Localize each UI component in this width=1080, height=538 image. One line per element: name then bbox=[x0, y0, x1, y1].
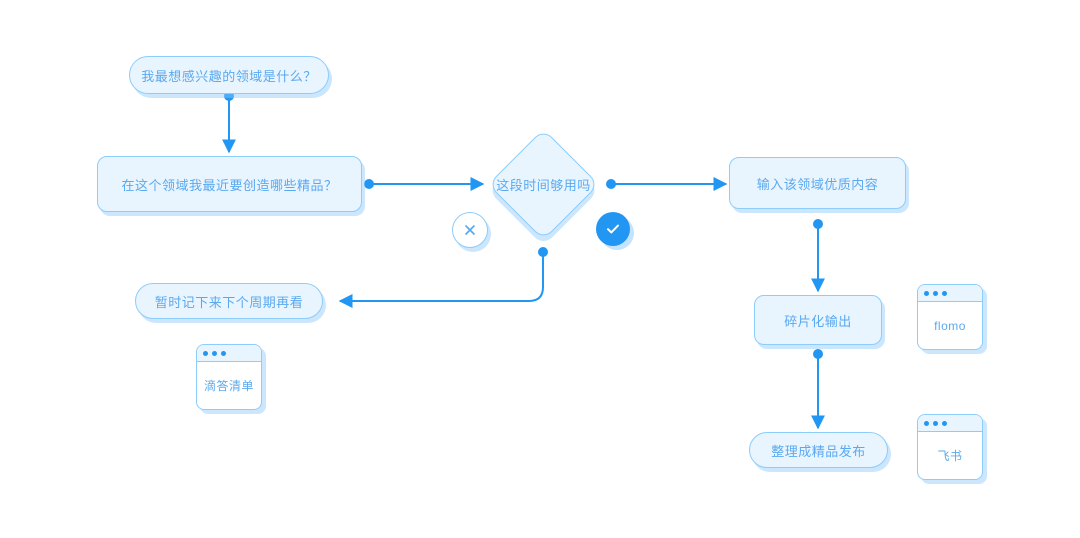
window-dot-icon bbox=[203, 350, 208, 356]
window-dot-icon bbox=[933, 290, 938, 296]
node-defer[interactable]: 暂时记下来下个周期再看 bbox=[135, 283, 323, 319]
node-publish-label: 整理成精品发布 bbox=[771, 443, 866, 459]
window-dot-icon bbox=[942, 420, 947, 426]
edge-input-to-fragment bbox=[811, 219, 825, 293]
node-input[interactable]: 输入该领域优质内容 bbox=[729, 157, 906, 209]
window-dot-icon bbox=[924, 420, 929, 426]
edge-decision-to-input bbox=[606, 177, 728, 191]
app-card-ticktick[interactable]: 滴答清单 bbox=[196, 344, 262, 410]
edge-start-to-create bbox=[222, 91, 236, 154]
app-card-label: 飞书 bbox=[937, 449, 963, 463]
app-card-flomo[interactable]: flomo bbox=[917, 284, 983, 350]
node-defer-label: 暂时记下来下个周期再看 bbox=[154, 294, 304, 310]
window-dot-icon bbox=[933, 420, 938, 426]
node-input-label: 输入该领域优质内容 bbox=[756, 176, 879, 192]
app-card-feishu[interactable]: 飞书 bbox=[917, 414, 983, 480]
window-dot-icon bbox=[942, 290, 947, 296]
decision-no-badge[interactable] bbox=[452, 212, 488, 248]
node-fragment-label: 碎片化输出 bbox=[784, 313, 852, 329]
node-start-label: 我最想感兴趣的领域是什么？ bbox=[141, 68, 317, 84]
node-create[interactable]: 在这个领域我最近要创造哪些精品？ bbox=[97, 156, 362, 212]
node-start[interactable]: 我最想感兴趣的领域是什么？ bbox=[129, 56, 329, 94]
app-card-titlebar bbox=[918, 415, 982, 432]
edge-create-to-decision bbox=[364, 177, 485, 191]
window-dot-icon bbox=[924, 290, 929, 296]
node-fragment[interactable]: 碎片化输出 bbox=[754, 295, 882, 345]
app-card-label: 滴答清单 bbox=[203, 379, 254, 393]
node-decision-label: 这段时间够用吗 bbox=[496, 177, 591, 193]
close-icon bbox=[465, 225, 475, 235]
app-card-titlebar bbox=[918, 285, 982, 302]
app-card-label: flomo bbox=[934, 318, 966, 333]
edge-fragment-to-publish bbox=[811, 349, 825, 430]
edge-decision-to-defer bbox=[338, 247, 548, 308]
check-icon bbox=[607, 224, 619, 234]
app-card-titlebar bbox=[197, 345, 261, 362]
window-dot-icon bbox=[221, 350, 226, 356]
window-dot-icon bbox=[212, 350, 217, 356]
decision-yes-badge[interactable] bbox=[596, 212, 630, 246]
node-publish[interactable]: 整理成精品发布 bbox=[749, 432, 888, 468]
node-create-label: 在这个领域我最近要创造哪些精品？ bbox=[121, 177, 338, 193]
